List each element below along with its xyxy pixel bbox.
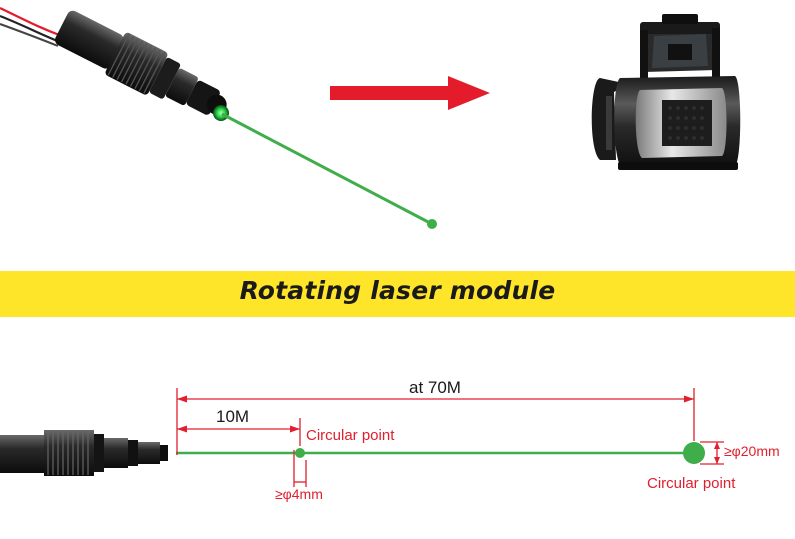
total-distance-label: at 70M xyxy=(409,378,461,397)
laser-beam-top xyxy=(221,112,433,226)
near-circular-point xyxy=(295,448,305,458)
right-arrow-icon xyxy=(330,76,490,110)
title-banner xyxy=(0,271,795,317)
rotating-laser-level-icon xyxy=(591,14,741,170)
far-point-label: Circular point xyxy=(647,475,736,492)
laser-dot-top xyxy=(427,219,437,229)
dimension-lines xyxy=(176,388,724,487)
near-point-label: Circular point xyxy=(306,427,395,444)
near-point-size-label: ≥φ4mm xyxy=(275,486,323,502)
far-circular-point xyxy=(683,442,705,464)
near-distance-label: 10M xyxy=(216,407,250,426)
laser-module-icon xyxy=(55,10,227,115)
laser-module-wires xyxy=(0,7,63,47)
banner-title: Rotating laser module xyxy=(239,276,556,305)
laser-module-side-icon xyxy=(0,430,168,476)
far-point-size-label: ≥φ20mm xyxy=(724,443,780,459)
laser-aperture-glow xyxy=(213,105,229,121)
